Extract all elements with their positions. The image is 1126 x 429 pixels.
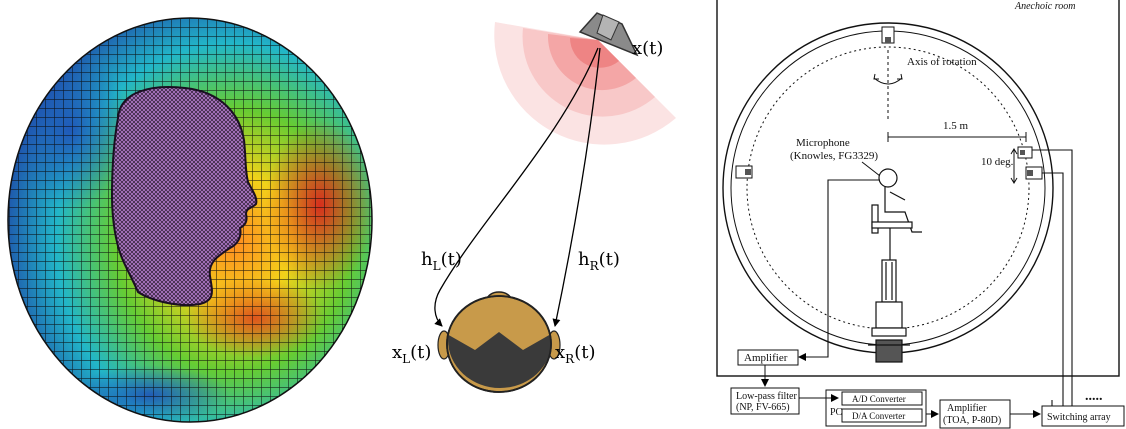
ring-speaker-left: [736, 166, 752, 178]
left-ear-label: xL(t): [392, 342, 431, 366]
amplifier-bottom-line2: (TOA, P-80D): [943, 415, 1001, 426]
switching-dots: .....: [1085, 389, 1103, 404]
switching-cable-2: [1032, 150, 1072, 406]
head-mesh-sphere: [0, 0, 380, 429]
rotation-pedestal: [868, 260, 910, 362]
angle-label: 10 deg.: [981, 156, 1014, 168]
listener-head-icon: [438, 292, 560, 400]
microphone-label-line1: Microphone: [796, 137, 850, 149]
left-transfer-label: hL(t): [421, 249, 462, 273]
switching-cable-1: [1042, 173, 1063, 406]
pc-label: PC: [830, 407, 843, 418]
da-converter-label: D/A Converter: [852, 411, 905, 421]
amplifier-top-label: Amplifier: [744, 352, 788, 364]
ring-speaker-right: [1026, 167, 1042, 179]
ring-speaker-right-top: [1018, 147, 1032, 158]
anechoic-room-label: Anechoic room: [1014, 1, 1075, 12]
ring-speaker-top: [882, 27, 894, 43]
distance-label: 1.5 m: [943, 120, 969, 132]
source-signal-label: x(t): [632, 38, 663, 59]
right-ear-label: xR(t): [555, 342, 595, 366]
microphone-label-line2: (Knowles, FG3329): [790, 150, 878, 162]
measurement-setup: Anechoic room Axis of rotation: [717, 0, 1124, 428]
microphone-cable: [799, 180, 880, 357]
binaural-diagram: x(t) hL(t) hR(t) xL(t) xR(t): [392, 13, 676, 400]
amplifier-bottom-line1: Amplifier: [947, 403, 987, 414]
lowpass-label-line2: (NP, FV-665): [736, 402, 790, 413]
seated-subject: [872, 169, 922, 260]
right-transfer-label: hR(t): [578, 249, 620, 273]
ad-converter-label: A/D Converter: [852, 394, 906, 404]
axis-of-rotation-label: Axis of rotation: [907, 56, 977, 68]
lowpass-label-line1: Low-pass filter: [736, 391, 797, 402]
switching-array-label: Switching array: [1047, 412, 1111, 423]
